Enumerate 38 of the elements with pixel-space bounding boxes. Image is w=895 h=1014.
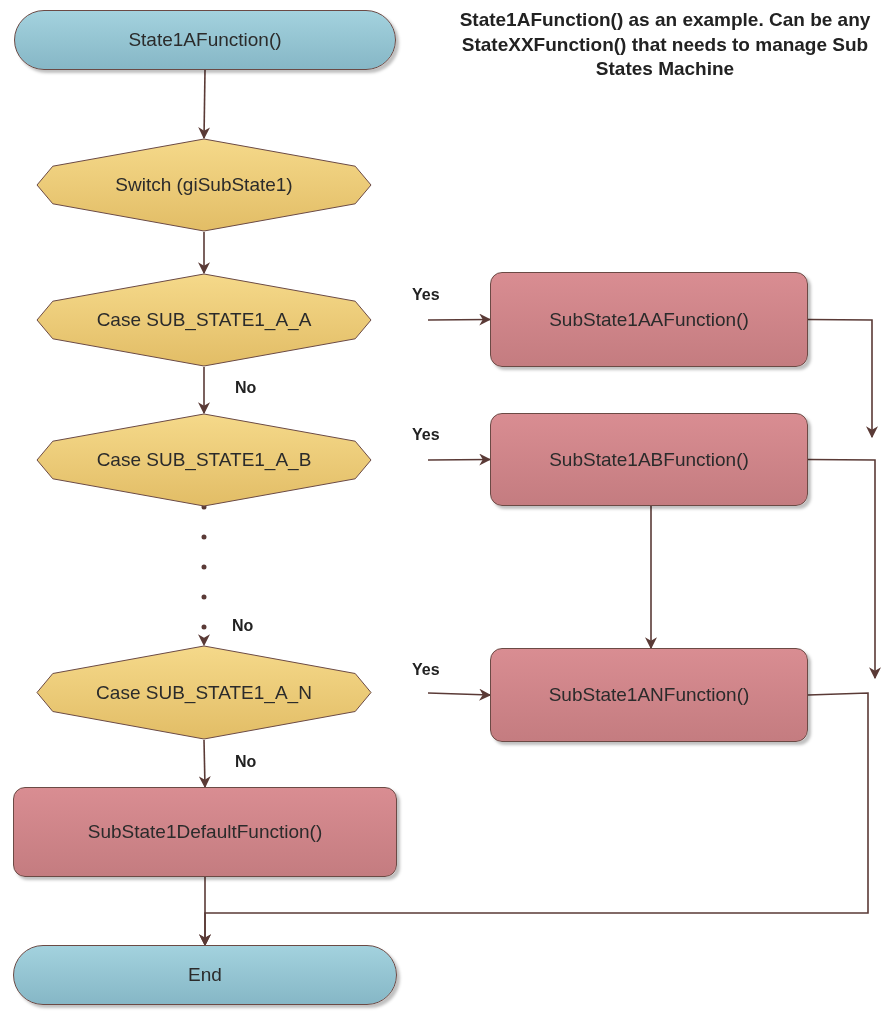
decision-diamond	[36, 273, 372, 367]
arrow	[427, 313, 492, 326]
terminal-pill	[14, 10, 396, 70]
node-label: SubState1AAFunction()	[549, 307, 749, 332]
decision-diamond	[36, 138, 372, 232]
decision-diamond	[36, 413, 372, 507]
node-label: Case SUB_STATE1_A_A	[96, 308, 312, 332]
arrow	[198, 366, 210, 415]
edge-label: No	[233, 754, 259, 770]
node-label: Case SUB_STATE1_A_N	[96, 680, 312, 705]
node-label: SubState1DefaultFunction()	[87, 820, 323, 844]
arrow	[645, 505, 657, 650]
node-label: Case SUB_STATE1_A_B	[96, 448, 312, 472]
edge-label: No	[233, 380, 259, 396]
arrow	[198, 69, 211, 140]
arrow	[198, 739, 211, 789]
edge-label: Yes	[410, 287, 442, 303]
node-label: Switch (giSubState1)	[115, 173, 293, 197]
decision-diamond	[36, 645, 372, 740]
process-box	[490, 272, 808, 367]
arrow	[427, 453, 492, 466]
terminal-pill	[13, 945, 397, 1005]
process-box	[490, 648, 808, 742]
edge-label: Yes	[410, 427, 442, 443]
edge-label: No	[230, 618, 256, 634]
note-text: State1AFunction() as an example. Can be any StateXXFunction() that needs to manage Sub States Machine	[458, 8, 872, 82]
arrow	[198, 231, 210, 275]
arrow	[427, 688, 492, 701]
edge-label: Yes	[410, 662, 442, 678]
arrow	[807, 458, 881, 680]
process-box	[490, 413, 808, 506]
arrow	[199, 692, 869, 947]
node-label: State1AFunction()	[128, 28, 282, 52]
node-label: End	[188, 963, 222, 987]
process-box	[13, 787, 397, 877]
node-label: SubState1ABFunction()	[549, 447, 749, 472]
arrow	[807, 318, 878, 439]
node-label: SubState1ANFunction()	[548, 683, 750, 707]
